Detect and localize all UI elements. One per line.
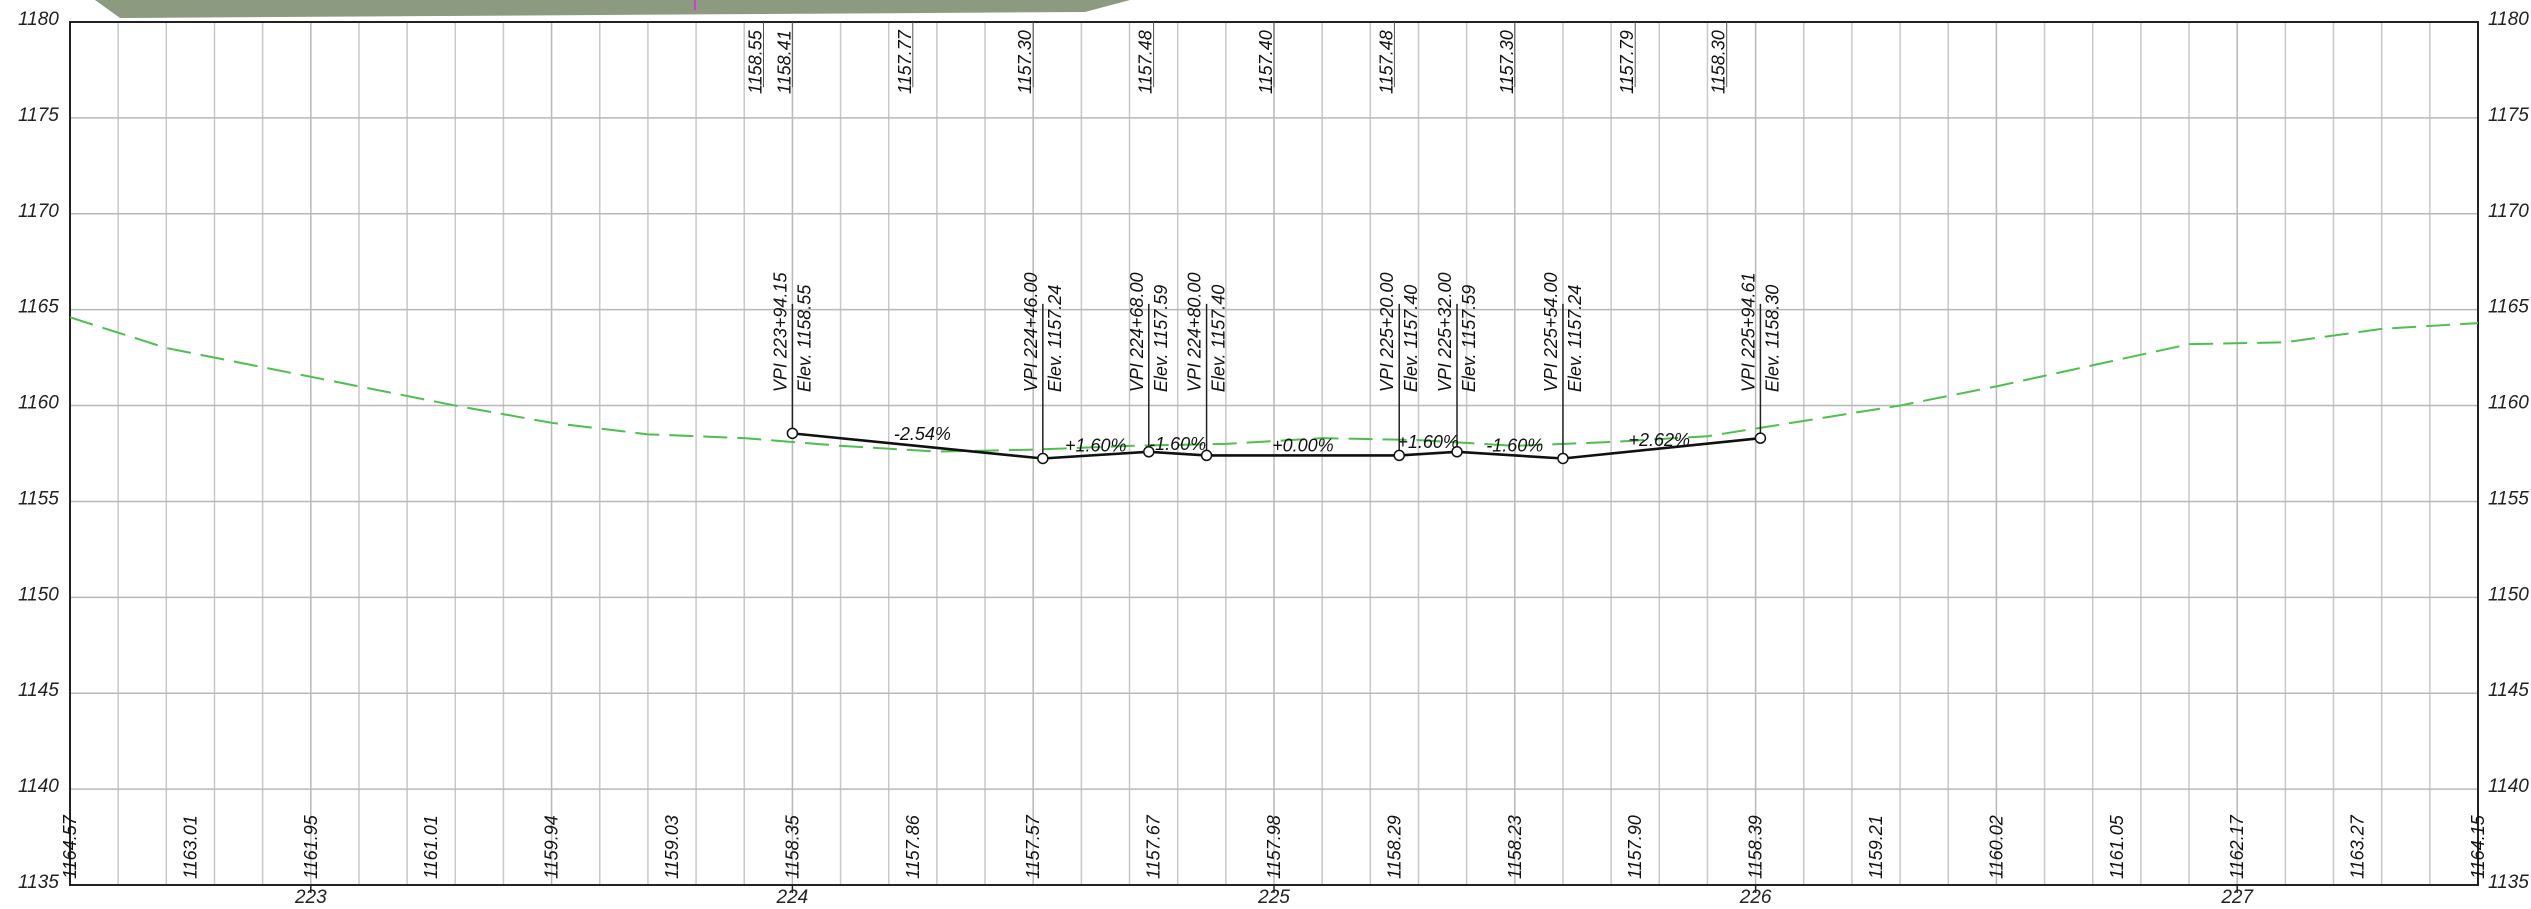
ground-elevation-label: 1159.21 xyxy=(1866,815,1886,879)
ground-elevation-label: 1158.39 xyxy=(1746,815,1766,879)
ground-elevation-label: 1159.94 xyxy=(542,815,562,879)
ground-elevation-label: 1157.90 xyxy=(1625,815,1645,879)
y-tick-label-right: 1150 xyxy=(2488,584,2529,605)
ground-elevation-label: 1163.01 xyxy=(180,815,200,879)
y-tick-label-left: 1165 xyxy=(18,297,59,318)
vpi-elevation-label: Elev. 1157.59 xyxy=(1459,285,1479,392)
vpi-marker xyxy=(1393,449,1405,462)
ground-elevation-label: 1157.86 xyxy=(903,814,923,879)
x-tick-label: 227 xyxy=(2220,887,2254,908)
ground-elevation-label: 1164.15 xyxy=(2468,814,2488,879)
ground-elevation-label: 1159.03 xyxy=(662,815,682,879)
ground-elevation-label: 1157.67 xyxy=(1144,814,1164,879)
y-tick-label-left: 1180 xyxy=(18,9,59,30)
vpi-elevation-label: Elev. 1157.40 xyxy=(1209,285,1229,392)
y-tick-label-right: 1170 xyxy=(2488,201,2529,222)
ground-elevation-label: 1162.17 xyxy=(2227,814,2247,879)
y-tick-label-right: 1180 xyxy=(2488,9,2529,30)
design-elevation-label: 1157.30 xyxy=(1015,30,1035,94)
vpi-marker xyxy=(786,427,799,440)
grade-label: -2.54% xyxy=(894,424,951,444)
y-tick-label-right: 1140 xyxy=(2488,776,2529,797)
vpi-elevation-label: Elev. 1158.55 xyxy=(794,284,814,392)
vpi-elevation-label: Elev. 1158.30 xyxy=(1762,285,1782,392)
ground-elevation-label: 1158.23 xyxy=(1505,815,1525,879)
ground-elevation-label: 1161.95 xyxy=(301,814,321,879)
x-tick-label: 223 xyxy=(294,887,327,908)
y-tick-label-left: 1150 xyxy=(18,584,59,605)
vpi-station-label: VPI 224+46.00 xyxy=(1021,273,1041,393)
vpi-station-label: VPI 225+94.61 xyxy=(1738,273,1758,393)
vpi-marker xyxy=(1754,432,1767,444)
vpi-elevation-label: Elev. 1157.24 xyxy=(1565,285,1585,392)
ground-profile-line xyxy=(69,316,2479,453)
y-tick-label-right: 1165 xyxy=(2488,297,2529,318)
ground-elevation-label: 1163.27 xyxy=(2348,814,2368,879)
ground-elevation-label: 1158.35 xyxy=(782,814,802,879)
vpi-station-label: VPI 225+54.00 xyxy=(1541,273,1561,393)
design-elevation-label: 1157.79 xyxy=(1617,30,1637,94)
vpi-elevation-label: Elev. 1157.24 xyxy=(1045,285,1065,392)
y-tick-label-left: 1135 xyxy=(18,872,59,893)
y-tick-label-right: 1160 xyxy=(2488,393,2529,414)
x-tick-label: 226 xyxy=(1739,887,1772,908)
y-tick-label-left: 1140 xyxy=(18,776,59,797)
ground-elevation-label: 1157.57 xyxy=(1023,814,1043,879)
grade-label: -1.60% xyxy=(1149,434,1206,454)
design-elevation-label: 1157.40 xyxy=(1256,30,1276,94)
y-tick-label-left: 1145 xyxy=(18,680,59,701)
x-tick-label: 225 xyxy=(1257,887,1290,908)
vpi-marker xyxy=(1143,446,1155,458)
design-elevation-label: 1157.77 xyxy=(895,29,915,94)
vpi-elevation-label: Elev. 1157.59 xyxy=(1151,285,1171,392)
design-elevation-label: 1158.55 xyxy=(746,29,766,94)
ground-elevation-label: 1161.01 xyxy=(421,815,441,879)
ground-elevation-label: 1164.57 xyxy=(60,814,80,879)
design-elevation-label: 1158.30 xyxy=(1709,30,1729,94)
vpi-station-label: VPI 225+32.00 xyxy=(1435,273,1455,393)
design-elevation-label: 1158.41 xyxy=(774,30,794,94)
y-tick-label-right: 1175 xyxy=(2488,105,2529,126)
vpi-elevation-label: Elev. 1157.40 xyxy=(1401,285,1421,392)
ground-elevation-label: 1157.98 xyxy=(1264,815,1284,879)
vpi-marker xyxy=(1451,446,1463,458)
grade-label: +1.60% xyxy=(1397,432,1459,452)
y-tick-label-left: 1175 xyxy=(18,105,59,126)
ground-elevation-label: 1158.29 xyxy=(1384,815,1404,879)
y-tick-label-right: 1135 xyxy=(2488,872,2529,893)
vpi-station-label: VPI 225+20.00 xyxy=(1377,273,1397,393)
vpi-marker xyxy=(1037,452,1049,465)
design-elevation-label: 1157.30 xyxy=(1497,30,1517,94)
y-tick-label-right: 1155 xyxy=(2488,488,2529,509)
vpi-station-label: VPI 223+94.15 xyxy=(770,272,790,393)
y-tick-label-right: 1145 xyxy=(2488,680,2529,701)
vpi-station-label: VPI 224+68.00 xyxy=(1127,273,1147,393)
grade-label: +1.60% xyxy=(1065,436,1127,456)
aerial-image-strip xyxy=(95,0,1130,18)
vpi-station-label: VPI 224+80.00 xyxy=(1185,273,1205,393)
ground-elevation-label: 1160.02 xyxy=(1986,815,2006,879)
ground-elevation-label: 1161.05 xyxy=(2107,814,2127,879)
x-tick-label: 224 xyxy=(776,887,809,908)
grade-label: -1.60% xyxy=(1486,436,1543,456)
y-tick-label-left: 1170 xyxy=(18,201,59,222)
y-tick-label-left: 1155 xyxy=(18,488,59,509)
design-profile-line xyxy=(792,432,1761,460)
y-tick-label-left: 1160 xyxy=(18,393,59,414)
design-elevation-label: 1157.48 xyxy=(1136,30,1156,94)
grade-label: +0.00% xyxy=(1272,436,1334,456)
grade-label: +2.62% xyxy=(1628,430,1690,450)
vpi-marker xyxy=(1557,452,1569,465)
design-elevation-label: 1157.48 xyxy=(1376,30,1396,94)
vpi-marker xyxy=(1200,449,1213,462)
